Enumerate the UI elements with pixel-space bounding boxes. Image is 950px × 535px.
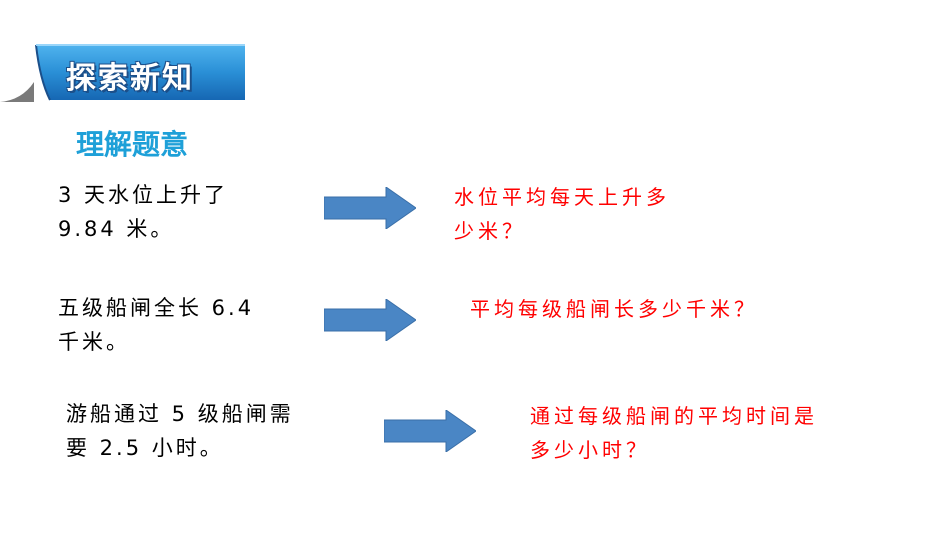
- statement-1-line-1: 3 天水位上升了: [58, 183, 229, 207]
- question-1-line-2: 少米？: [454, 219, 526, 243]
- question-2-line-1: 平均每级船闸长多少千米？: [470, 297, 758, 321]
- arrow-right-icon: [324, 299, 416, 341]
- banner-title: 探索新知: [66, 61, 194, 96]
- question-2: 平均每级船闸长多少千米？: [470, 292, 758, 326]
- question-1: 水位平均每天上升多 少米？: [454, 180, 670, 248]
- section-heading: 理解题意: [76, 128, 189, 161]
- question-3-line-2: 多少小时？: [530, 438, 650, 462]
- question-3: 通过每级船闸的平均时间是 多少小时？: [530, 399, 818, 467]
- statement-1-line-2: 9.84 米。: [58, 217, 175, 241]
- section-banner: [0, 40, 250, 105]
- statement-2-line-1: 五级船闸全长 6.4: [58, 296, 255, 320]
- statement-2: 五级船闸全长 6.4 千米。: [58, 291, 254, 359]
- statement-3-line-2: 要 2.5 小时。: [66, 436, 224, 460]
- arrow-right-icon: [324, 187, 416, 229]
- banner-shape: [0, 44, 245, 102]
- question-1-line-1: 水位平均每天上升多: [454, 185, 670, 209]
- statement-3-line-1: 游船通过 5 级船闸需: [66, 402, 294, 426]
- question-3-line-1: 通过每级船闸的平均时间是: [530, 404, 818, 428]
- statement-3: 游船通过 5 级船闸需 要 2.5 小时。: [66, 397, 294, 465]
- statement-2-line-2: 千米。: [58, 330, 130, 354]
- arrow-right-icon: [384, 410, 476, 452]
- statement-1: 3 天水位上升了 9.84 米。: [58, 178, 228, 246]
